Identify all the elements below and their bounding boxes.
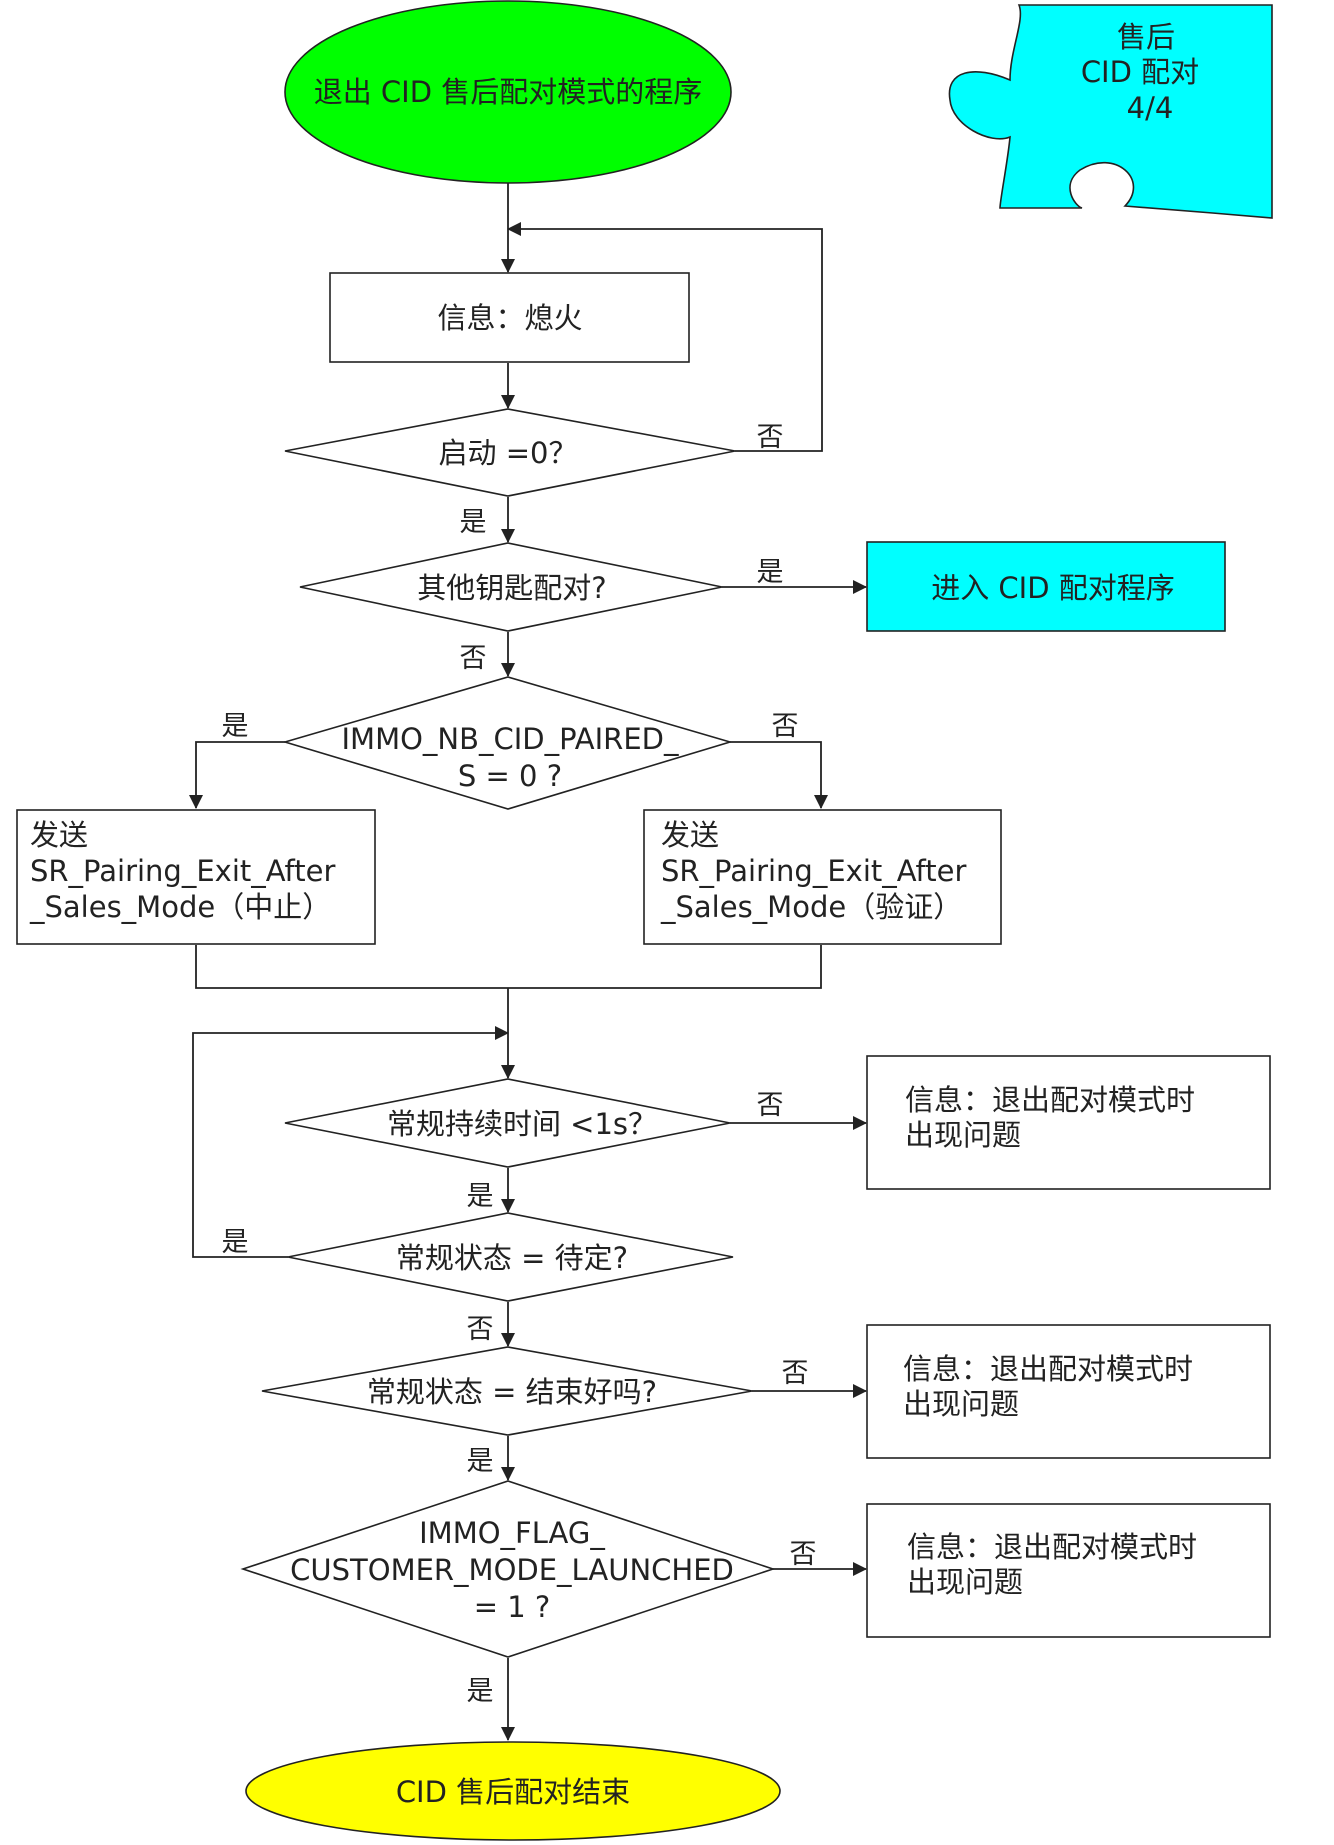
label-yes-status-ok: 是 — [467, 1446, 494, 1477]
message-stall-box — [329, 272, 690, 363]
send-abort-line-2: SR_Pairing_Exit_After — [30, 854, 335, 888]
decision-flag-line-3: = 1 ? — [474, 1590, 551, 1624]
label-no-other-keys: 否 — [460, 643, 487, 674]
decision-other-keys-label: 其他钥匙配对? — [417, 571, 606, 605]
connectors — [189, 183, 867, 1741]
end-terminal — [245, 1741, 781, 1841]
label-yes-nb-cid: 是 — [222, 711, 249, 742]
error-message-2-line-1: 信息：退出配对模式时 — [903, 1352, 1193, 1386]
error-message-1-line-2: 出现问题 — [905, 1118, 1021, 1152]
connector-merge-sends — [195, 945, 822, 989]
puzzle-piece-badge: 售后 CID 配对 4/4 — [948, 4, 1273, 219]
puzzle-line-3: 4/4 — [1127, 91, 1174, 125]
decision-status-pending — [287, 1212, 734, 1302]
error-message-3-line-2: 出现问题 — [907, 1565, 1023, 1599]
puzzle-piece-shape — [948, 4, 1273, 219]
puzzle-line-1: 售后 — [1117, 20, 1175, 54]
send-abort-box — [16, 809, 376, 945]
decision-start-zero-label: 启动 =0？ — [439, 436, 578, 470]
puzzle-line-2: CID 配对 — [1081, 55, 1199, 89]
decision-nb-cid-paired-line-2: S = 0 ? — [458, 759, 562, 793]
connector-loop-status-pending-yes — [192, 1026, 509, 1258]
decision-status-ok — [261, 1346, 753, 1436]
decision-nb-cid-paired-line-1: IMMO_NB_CID_PAIRED_ — [342, 722, 679, 756]
send-verify-box — [643, 809, 1002, 945]
label-no-flag: 否 — [790, 1539, 817, 1570]
label-no-duration: 否 — [757, 1090, 784, 1121]
decision-flag-line-2: CUSTOMER_MODE_LAUNCHED — [290, 1553, 734, 1587]
label-yes-other-keys: 是 — [757, 557, 784, 588]
decision-start-zero — [284, 408, 736, 497]
error-message-box-3 — [866, 1503, 1271, 1638]
error-message-1-line-1: 信息：退出配对模式时 — [905, 1083, 1195, 1117]
error-message-3-line-1: 信息：退出配对模式时 — [907, 1530, 1197, 1564]
label-no-nb-cid: 否 — [772, 711, 799, 742]
connector-nb-cid-no — [730, 741, 828, 809]
decision-duration — [284, 1078, 731, 1168]
connector-nb-cid-yes — [189, 741, 285, 809]
end-label: CID 售后配对结束 — [396, 1775, 630, 1809]
error-message-box-1 — [866, 1055, 1271, 1190]
label-no-start: 否 — [757, 422, 784, 453]
label-no-status-ok: 否 — [782, 1358, 809, 1389]
decision-status-pending-label: 常规状态 = 待定? — [396, 1241, 628, 1275]
start-label: 退出 CID 售后配对模式的程序 — [314, 75, 703, 109]
error-message-2-line-2: 出现问题 — [903, 1387, 1019, 1421]
send-verify-line-1: 发送 — [661, 818, 719, 852]
label-yes-start: 是 — [460, 507, 487, 538]
send-abort-line-1: 发送 — [30, 818, 88, 852]
enter-cid-pairing-label: 进入 CID 配对程序 — [931, 571, 1175, 605]
connector-loop-no-start — [507, 222, 823, 452]
message-stall-label: 信息：熄火 — [437, 301, 582, 335]
enter-cid-pairing-box — [866, 541, 1226, 632]
decision-customer-mode-flag — [240, 1480, 776, 1658]
send-verify-line-3: _Sales_Mode（验证） — [660, 890, 962, 924]
decision-other-keys — [299, 542, 723, 632]
label-yes-flag: 是 — [467, 1676, 494, 1707]
send-verify-line-2: SR_Pairing_Exit_After — [661, 854, 966, 888]
decision-status-ok-label: 常规状态 = 结束好吗? — [367, 1375, 657, 1409]
label-yes-pending: 是 — [222, 1227, 249, 1258]
decision-duration-label: 常规持续时间 <1s？ — [387, 1107, 657, 1141]
decision-flag-line-1: IMMO_FLAG_ — [419, 1516, 605, 1550]
label-no-pending: 否 — [467, 1314, 494, 1345]
decision-nb-cid-paired — [282, 676, 733, 810]
label-yes-duration: 是 — [467, 1181, 494, 1212]
error-message-box-2 — [866, 1324, 1271, 1459]
send-abort-line-3: _Sales_Mode（中止） — [29, 890, 331, 924]
